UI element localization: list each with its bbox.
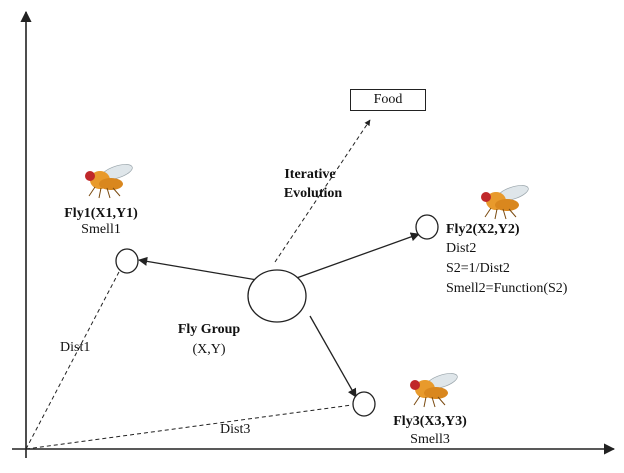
dist3-label: Dist3	[220, 422, 251, 437]
arrow-to-fly3	[309, 315, 357, 398]
group-title: Fly Group	[177, 322, 241, 337]
food-box: Food	[350, 89, 426, 111]
fly2-circle	[415, 214, 439, 240]
fruit-fly-icon	[481, 185, 529, 220]
fly1-title: Fly1(X1,Y1)	[64, 206, 138, 221]
fly2-dist: Dist2	[446, 241, 477, 256]
dist3-line	[25, 404, 353, 450]
fruit-fly-icon	[85, 164, 133, 199]
fly1-circle	[115, 248, 139, 274]
fly2-title: Fly2(X2,Y2)	[446, 222, 520, 237]
fly1-smell: Smell1	[81, 222, 121, 237]
food-label: Food	[373, 92, 403, 107]
fly2-s2: S2=1/Dist2	[446, 261, 510, 276]
arrow-to-fly1	[138, 256, 264, 282]
fly-group-circle	[247, 269, 307, 323]
iterative-label: Iterative	[284, 167, 336, 182]
evolution-arrow	[274, 119, 371, 263]
fly3-title: Fly3(X3,Y3)	[393, 414, 467, 429]
dist1-label: Dist1	[60, 340, 91, 355]
dist1-line	[25, 269, 121, 450]
fly3-circle	[352, 391, 376, 417]
arrow-to-fly2	[290, 232, 420, 281]
evolution-label: Evolution	[283, 186, 343, 201]
fly3-smell: Smell3	[410, 432, 450, 447]
fruit-fly-icon	[410, 373, 458, 408]
fly2-smell: Smell2=Function(S2)	[446, 281, 568, 296]
group-coords: (X,Y)	[192, 342, 226, 357]
